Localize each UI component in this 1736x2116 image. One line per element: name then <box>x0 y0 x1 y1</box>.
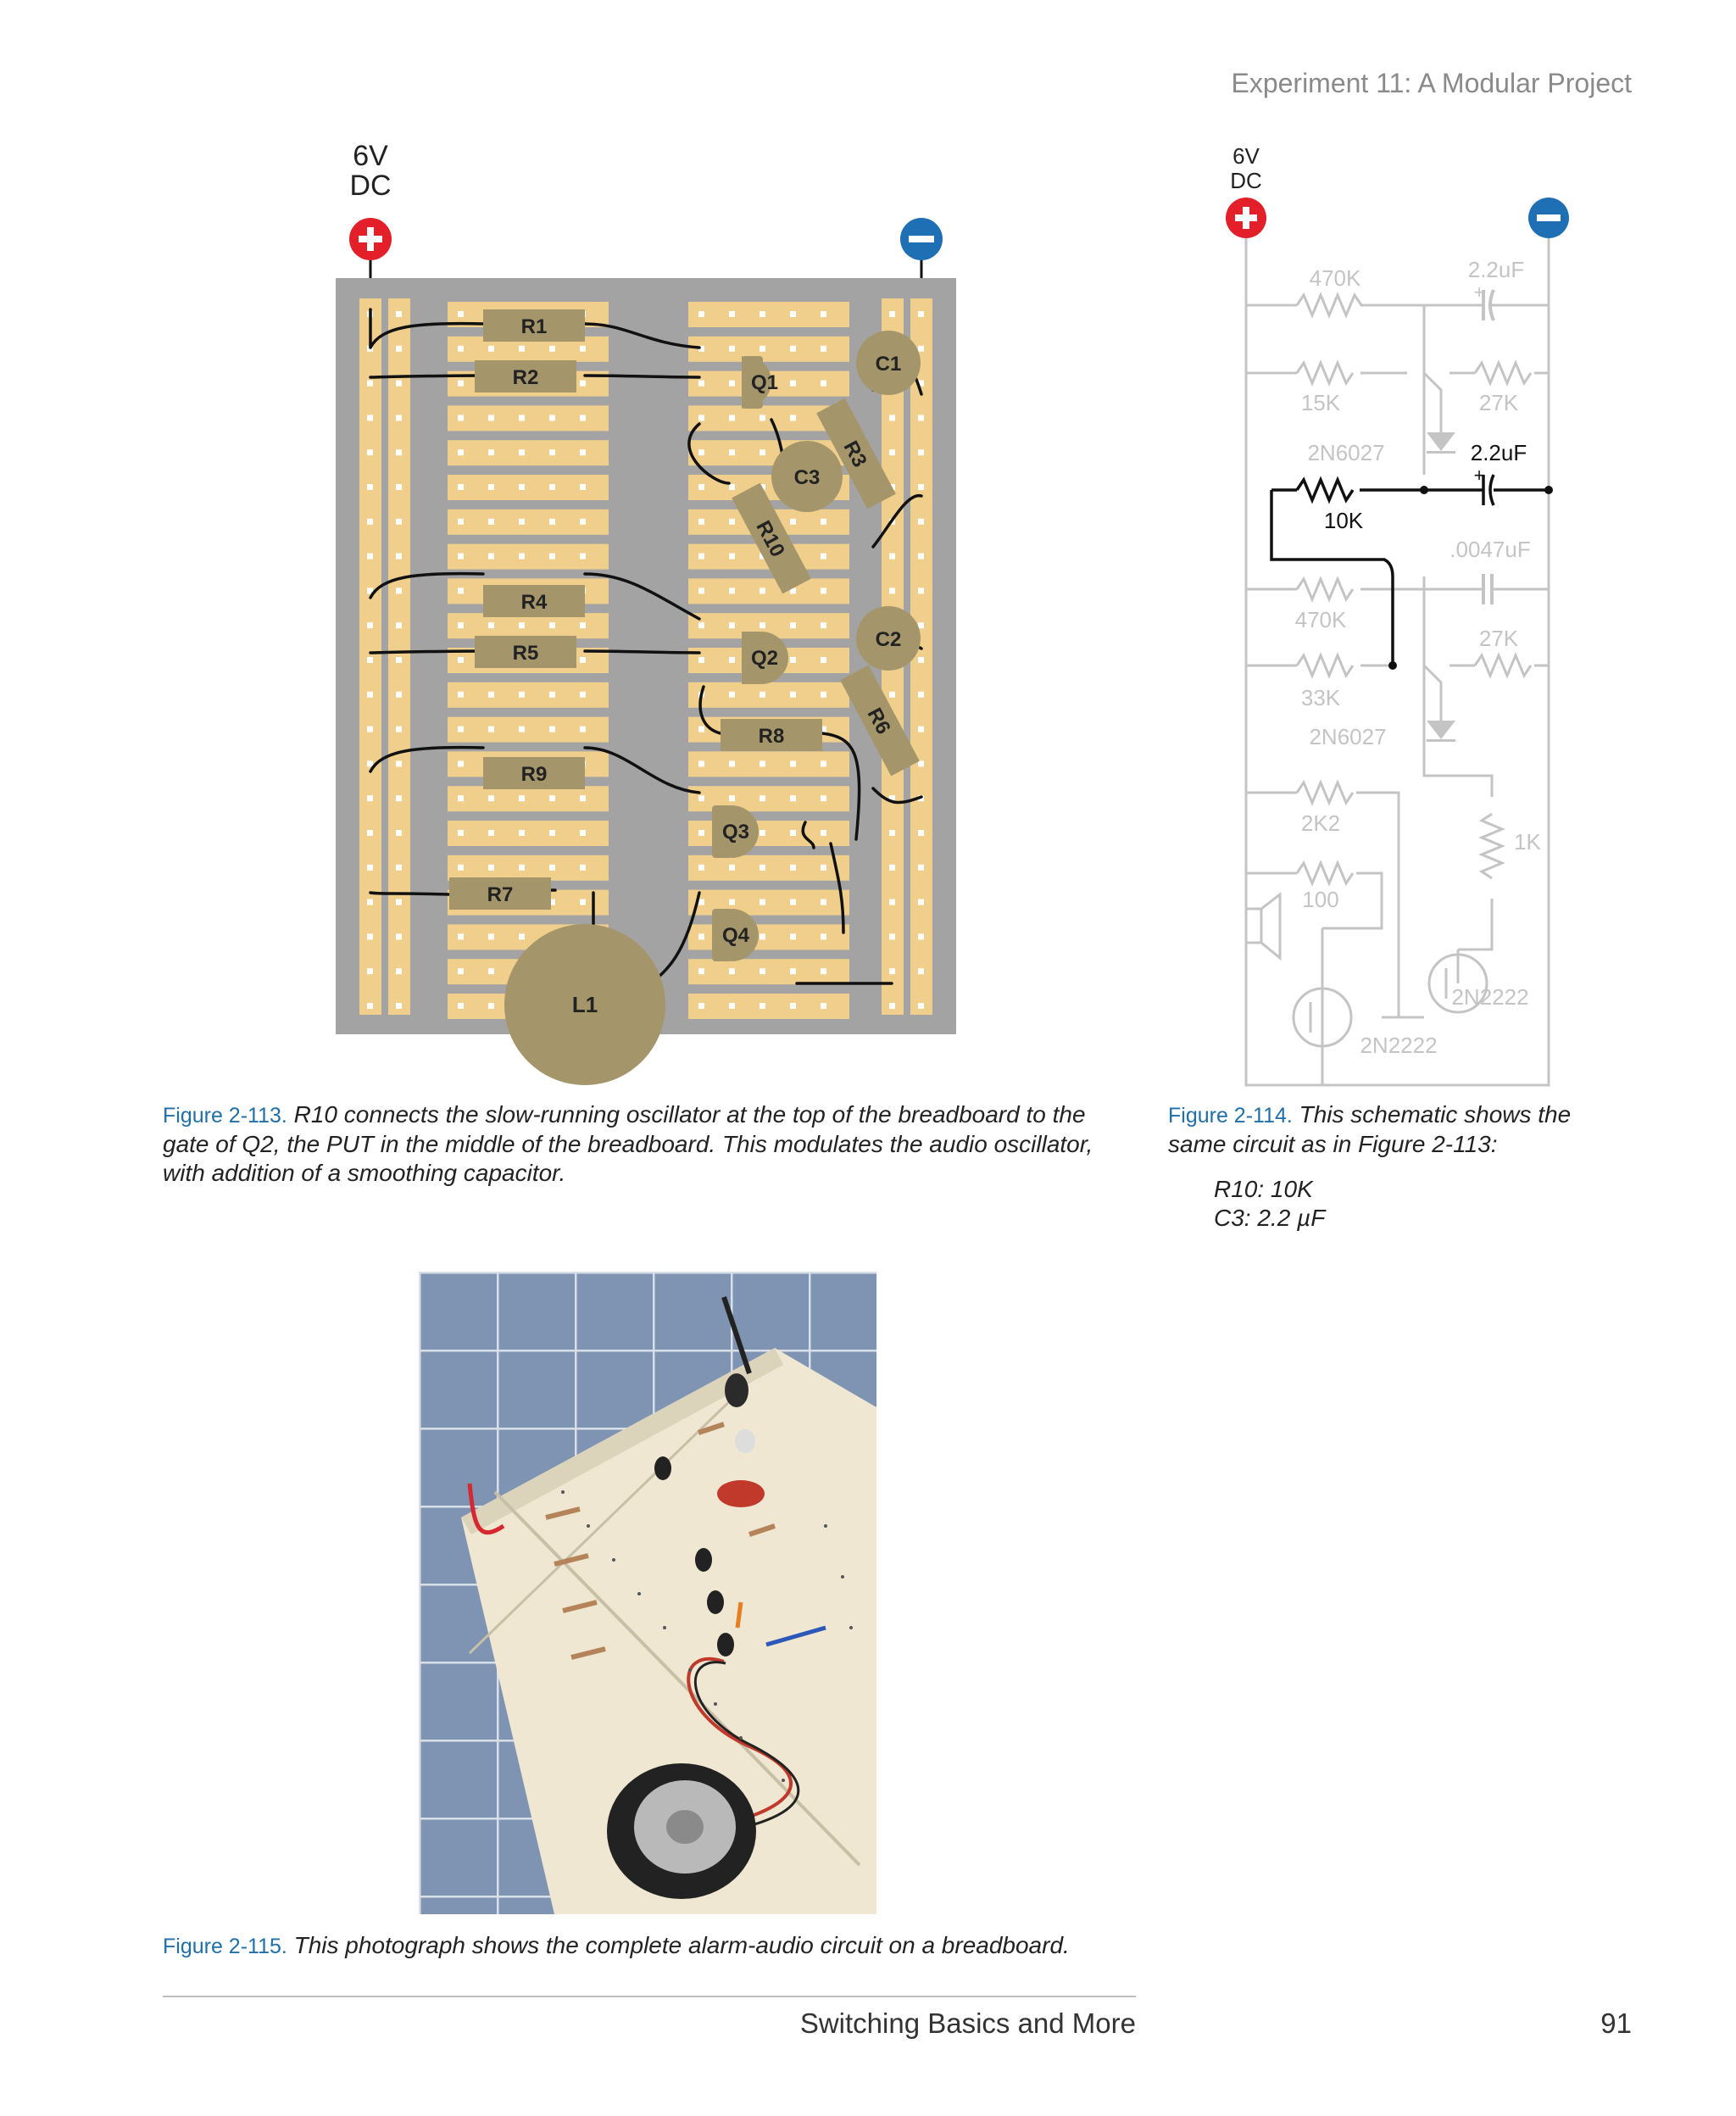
resistor-r9: R9 <box>483 757 585 789</box>
schematic-wiring <box>1244 238 1550 1087</box>
transistor-q2: Q2 <box>742 632 788 684</box>
schematic-diagram: 6V DC <box>1226 143 1569 1087</box>
svg-text:2N6027: 2N6027 <box>1309 724 1386 749</box>
figure-number: Figure 2-115. <box>163 1935 287 1958</box>
svg-text:100: 100 <box>1302 887 1338 912</box>
schematic-labels: 470K 2.2uF + 15K 27K 2N6027 2.2uF + 10K … <box>1295 257 1542 1058</box>
footer-divider <box>163 1996 1136 1997</box>
svg-text:Q3: Q3 <box>722 821 749 844</box>
svg-text:C3: C3 <box>794 466 821 489</box>
svg-text:15K: 15K <box>1301 390 1341 415</box>
resistor-r5: R5 <box>475 636 576 668</box>
breadboard-diagram: 6V DC <box>336 140 956 1085</box>
svg-text:R5: R5 <box>513 642 539 665</box>
caption-text: This photograph shows the complete alarm… <box>293 1932 1070 1958</box>
sch-positive-terminal-icon <box>1226 198 1266 238</box>
resistor-r4: R4 <box>483 585 585 617</box>
svg-text:R4: R4 <box>521 591 548 614</box>
breadboard <box>336 278 956 1034</box>
bb-power-label-2: DC <box>349 170 391 202</box>
svg-text:.0047uF: .0047uF <box>1449 537 1530 562</box>
bb-power-label-1: 6V <box>353 140 388 172</box>
negative-terminal-icon <box>900 218 943 260</box>
schematic-highlight-path <box>1270 474 1549 665</box>
svg-text:2.2uF: 2.2uF <box>1471 440 1527 465</box>
schematic-speaker-icon <box>1244 891 1282 961</box>
caption-figure-2-114: Figure 2-114. This schematic shows the s… <box>1168 1100 1609 1159</box>
capacitor-c1: C1 <box>856 331 921 395</box>
transistor-q3: Q3 <box>712 805 759 858</box>
sch-power-label-1: 6V <box>1232 143 1260 169</box>
running-header: Experiment 11: A Modular Project <box>1231 68 1632 98</box>
figure-number: Figure 2-114. <box>1168 1104 1293 1128</box>
resistor-r1: R1 <box>483 309 585 342</box>
resistor-r8: R8 <box>721 719 822 751</box>
svg-text:2N2222: 2N2222 <box>1451 984 1528 1010</box>
svg-text:1K: 1K <box>1514 829 1541 855</box>
capacitor-c3: C3 <box>771 441 843 512</box>
schematic-transistor-icons <box>1292 953 1488 1048</box>
breadboard-photo <box>419 1272 876 1914</box>
svg-text:Q1: Q1 <box>751 371 778 394</box>
schematic-put-icons <box>1427 432 1455 742</box>
caption-figure-2-115: Figure 2-115. This photograph shows the … <box>163 1931 1121 1961</box>
svg-text:R2: R2 <box>513 366 539 389</box>
resistor-r2: R2 <box>475 360 576 393</box>
svg-text:Q2: Q2 <box>751 647 778 670</box>
breadboard-photo-illustration <box>419 1272 876 1914</box>
svg-text:R9: R9 <box>521 763 548 786</box>
sch-power-label-2: DC <box>1230 168 1262 193</box>
svg-text:2.2uF: 2.2uF <box>1468 257 1525 282</box>
svg-text:470K: 470K <box>1295 607 1347 632</box>
svg-text:+: + <box>1474 465 1485 486</box>
svg-text:+: + <box>1474 281 1485 303</box>
caption-text: R10 connects the slow-running oscillator… <box>163 1101 1093 1186</box>
transistor-q4: Q4 <box>712 909 759 961</box>
svg-text:2N2222: 2N2222 <box>1360 1033 1437 1058</box>
svg-text:2N6027: 2N6027 <box>1307 440 1384 465</box>
svg-text:33K: 33K <box>1301 685 1341 710</box>
caption-figure-2-114-values: R10: 10K C3: 2.2 µF <box>1214 1175 1553 1233</box>
svg-text:C1: C1 <box>876 353 902 376</box>
svg-text:470K: 470K <box>1310 265 1361 291</box>
bus-strip-positive-b <box>388 298 410 1015</box>
sch-negative-terminal-icon <box>1528 198 1569 238</box>
svg-text:R8: R8 <box>759 725 785 748</box>
svg-text:27K: 27K <box>1479 626 1519 651</box>
resistor-r6: R6 <box>840 665 920 777</box>
capacitor-c2: C2 <box>856 606 921 671</box>
resistor-r7: R7 <box>449 877 551 910</box>
caption-figure-2-113: Figure 2-113. R10 connects the slow-runn… <box>163 1100 1121 1188</box>
caption-value-r10: R10: 10K <box>1214 1176 1313 1202</box>
positive-terminal-icon <box>349 218 392 260</box>
page-number: 91 <box>1600 2007 1632 2039</box>
transistor-q1: Q1 <box>742 356 778 409</box>
svg-text:C2: C2 <box>876 628 902 651</box>
svg-text:R1: R1 <box>521 315 548 338</box>
resistor-r3: R3 <box>816 398 896 510</box>
speaker-l1: L1 <box>504 924 665 1085</box>
schematic-capacitors <box>1482 289 1495 604</box>
figure-number: Figure 2-113. <box>163 1104 287 1128</box>
svg-text:Q4: Q4 <box>722 924 750 947</box>
svg-text:R7: R7 <box>487 883 514 906</box>
svg-text:10K: 10K <box>1324 508 1364 533</box>
svg-text:L1: L1 <box>572 992 598 1017</box>
caption-text: This schematic shows the same circuit as… <box>1168 1101 1572 1157</box>
footer-section-title: Switching Basics and More <box>799 2007 1136 2039</box>
svg-text:27K: 27K <box>1479 390 1519 415</box>
bus-strip-positive-a <box>359 298 381 1015</box>
svg-text:2K2: 2K2 <box>1301 810 1340 836</box>
caption-value-c3: C3: 2.2 µF <box>1214 1205 1326 1231</box>
wires <box>369 308 923 994</box>
schematic-resistors <box>1295 292 1533 887</box>
